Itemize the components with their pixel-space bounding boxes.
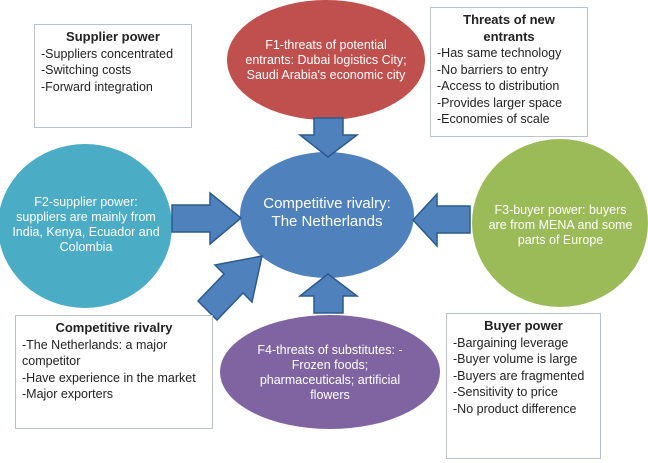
f3-label: F3-buyer power: buyers are from MENA and… — [488, 202, 633, 247]
list-item: -Buyers are fragmented — [453, 368, 585, 383]
arrow-right-from-f2 — [171, 191, 243, 246]
arrow-left-from-f3 — [411, 192, 471, 248]
list-item: -Major exporters — [22, 387, 113, 401]
competitive-rivalry-box: Competitive rivalry -The Netherlands: a … — [15, 315, 213, 429]
list-item: -Switching costs — [41, 63, 132, 77]
list-item: -Bargaining leverage — [453, 335, 569, 350]
supplier-power-box: Supplier power -Suppliers concentrated -… — [34, 24, 192, 128]
list-item: -Buyer volume is large — [453, 352, 578, 366]
arrow-diagonal-from-rivalry — [196, 255, 263, 322]
list-item: -Access to distribution — [437, 79, 560, 93]
box-title: Buyer power — [484, 318, 563, 333]
list-item: -The Netherlands: a major competitor — [22, 337, 168, 369]
f2-label: F2-supplier power: suppliers are mainly … — [12, 195, 160, 254]
f1-label: F1-threats of potential entrants: Dubai … — [245, 37, 407, 82]
list-item: -No barriers to entry — [437, 62, 549, 77]
center-circle — [240, 152, 414, 278]
list-item: -Suppliers concentrated — [41, 46, 174, 61]
list-item: -Sensitivity to price — [453, 385, 558, 399]
center-label: Competitive rivalry: The Netherlands — [263, 195, 391, 230]
list-item: -Has same technology — [437, 46, 562, 60]
list-item: -Economies of scale — [437, 112, 550, 126]
list-item: -Provides larger space — [437, 95, 563, 110]
list-item: -Forward integration — [41, 79, 153, 94]
f4-ellipse — [220, 315, 440, 429]
f3-circle — [472, 139, 648, 307]
arrow-up-from-f4 — [297, 273, 360, 314]
arrow-down-from-f1 — [297, 117, 360, 158]
list-item: -Have experience in the market — [22, 370, 196, 385]
list-item: -No product difference — [453, 401, 577, 416]
box-title: Competitive rivalry — [55, 320, 173, 335]
box-title: Threats of new entrants — [463, 12, 555, 44]
f2-circle — [0, 144, 172, 308]
f4-label: F4-threats of substitutes: -Frozen foods… — [257, 343, 403, 402]
box-title: Supplier power — [66, 29, 160, 44]
new-entrants-box: Threats of new entrants -Has same techno… — [430, 7, 588, 137]
buyer-power-box: Buyer power -Bargaining leverage -Buyer … — [446, 313, 601, 459]
f1-ellipse — [227, 0, 425, 120]
